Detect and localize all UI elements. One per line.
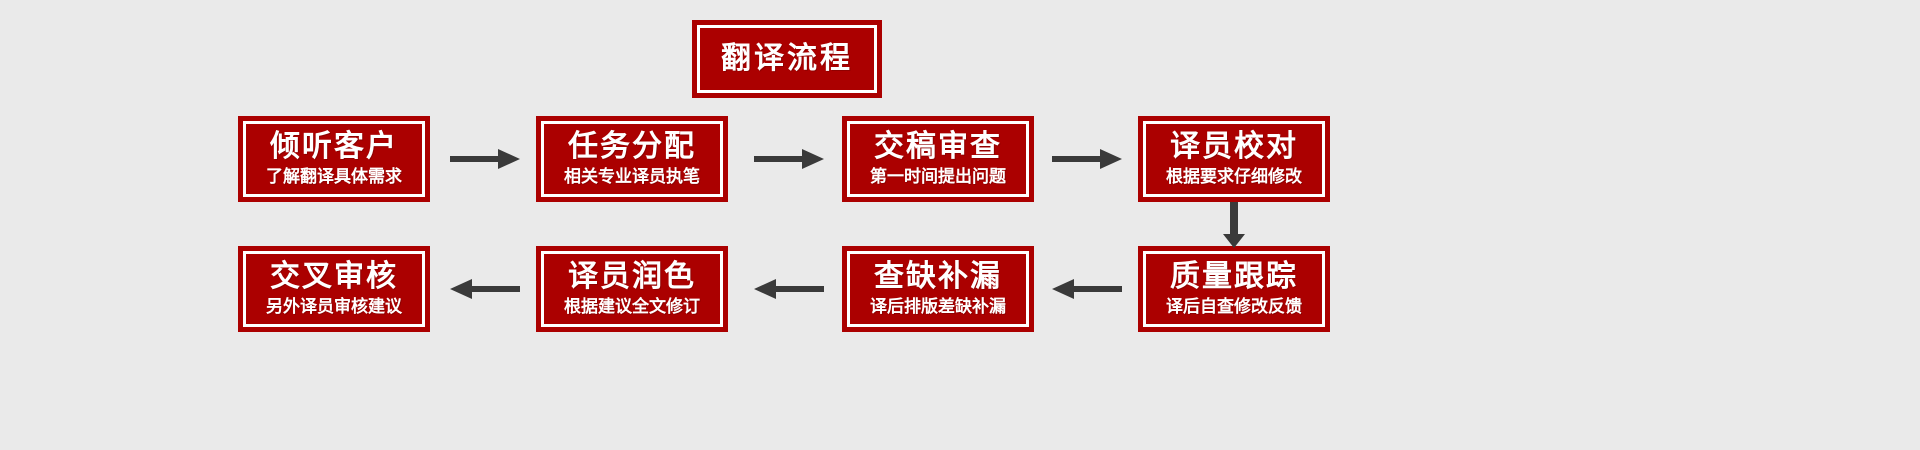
node-title: 查缺补漏 [874, 259, 1002, 293]
node-subtitle: 相关专业译员执笔 [564, 167, 700, 187]
arrow-right-icon [752, 146, 826, 172]
process-node-quality-tracking[interactable]: 质量跟踪 译后自查修改反馈 [1138, 246, 1330, 332]
arrow-right-icon [448, 146, 522, 172]
node-title: 倾听客户 [270, 129, 398, 163]
node-title: 交稿审查 [874, 129, 1002, 163]
flowchart-title-box: 翻译流程 [692, 20, 882, 98]
process-node-translator-proofreading[interactable]: 译员校对 根据要求仔细修改 [1138, 116, 1330, 202]
node-subtitle: 根据建议全文修订 [564, 297, 700, 317]
node-subtitle: 译后自查修改反馈 [1166, 297, 1302, 317]
arrow-down-icon [1221, 202, 1247, 250]
node-title: 任务分配 [568, 129, 696, 163]
process-node-draft-review[interactable]: 交稿审查 第一时间提出问题 [842, 116, 1034, 202]
node-subtitle: 译后排版差缺补漏 [870, 297, 1006, 317]
node-subtitle: 了解翻译具体需求 [266, 167, 402, 187]
arrow-right-icon [1050, 146, 1124, 172]
process-node-listen-to-client[interactable]: 倾听客户 了解翻译具体需求 [238, 116, 430, 202]
node-subtitle: 根据要求仔细修改 [1166, 167, 1302, 187]
arrow-left-icon [752, 276, 826, 302]
node-subtitle: 第一时间提出问题 [870, 167, 1006, 187]
arrow-left-icon [448, 276, 522, 302]
process-node-task-assignment[interactable]: 任务分配 相关专业译员执笔 [536, 116, 728, 202]
node-title: 质量跟踪 [1170, 259, 1298, 293]
arrow-left-icon [1050, 276, 1124, 302]
node-title: 交叉审核 [270, 259, 398, 293]
process-node-cross-review[interactable]: 交叉审核 另外译员审核建议 [238, 246, 430, 332]
process-node-translator-polishing[interactable]: 译员润色 根据建议全文修订 [536, 246, 728, 332]
node-subtitle: 另外译员审核建议 [266, 297, 402, 317]
node-title: 译员校对 [1170, 129, 1298, 163]
process-node-gap-check[interactable]: 查缺补漏 译后排版差缺补漏 [842, 246, 1034, 332]
flowchart-title-label: 翻译流程 [721, 42, 853, 76]
node-title: 译员润色 [568, 259, 696, 293]
